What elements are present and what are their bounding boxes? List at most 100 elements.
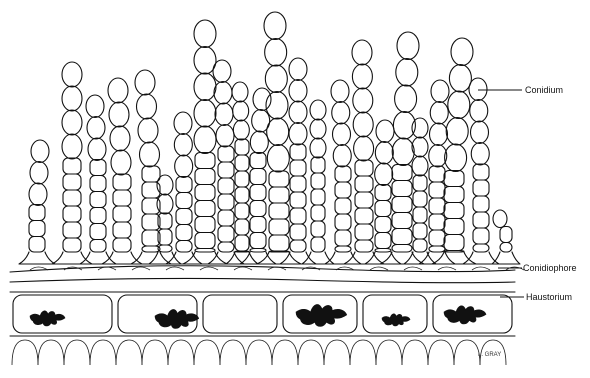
conidiophore-cell bbox=[429, 246, 445, 252]
conidiophore-cell bbox=[473, 196, 489, 212]
conidiophore-cell bbox=[375, 249, 391, 253]
conidium bbox=[448, 91, 470, 119]
haustorium-label: Haustorium bbox=[526, 292, 572, 302]
conidium bbox=[493, 210, 507, 228]
conidiophore-cell bbox=[195, 249, 215, 253]
mesophyll-cell bbox=[324, 340, 350, 365]
conidiophore-cell bbox=[444, 171, 464, 187]
conidiophore-cell bbox=[429, 166, 445, 182]
conidiophore-cell bbox=[290, 144, 306, 160]
mesophyll-cell bbox=[116, 340, 142, 365]
conidium bbox=[445, 144, 467, 172]
foot-cell bbox=[257, 252, 301, 264]
conidiophore-cell bbox=[269, 171, 289, 187]
conidiophore-cell bbox=[290, 160, 306, 176]
conidium bbox=[353, 112, 373, 137]
conidiophore-cell bbox=[335, 166, 351, 182]
conidiophore-cell bbox=[269, 235, 289, 251]
conidiophore-cell bbox=[218, 178, 234, 194]
mesophyll-cell bbox=[402, 340, 428, 365]
conidiophore-cell bbox=[375, 201, 391, 217]
foot-cell bbox=[149, 252, 181, 264]
conidium bbox=[412, 137, 428, 157]
conidium bbox=[353, 88, 373, 113]
conidium bbox=[135, 70, 155, 95]
host-epidermal-cells bbox=[10, 292, 515, 365]
conidiophore-cell bbox=[444, 203, 464, 219]
conidium bbox=[333, 123, 351, 146]
conidiophore-cell bbox=[269, 219, 289, 235]
hyphal-segment bbox=[438, 267, 456, 270]
conidiophore-cell bbox=[473, 164, 489, 180]
conidium bbox=[62, 134, 82, 159]
conidiophore-cell bbox=[375, 185, 391, 201]
conidiophore-cell bbox=[235, 171, 249, 187]
haustorium bbox=[382, 314, 410, 326]
conidiophore-cell bbox=[311, 157, 325, 173]
mesophyll-cell bbox=[272, 340, 298, 365]
conidiophore-cell bbox=[235, 139, 249, 155]
conidium bbox=[138, 118, 158, 143]
conidiophore-cell bbox=[392, 229, 412, 245]
conidiophore-cell bbox=[142, 230, 160, 246]
conidium bbox=[375, 142, 393, 165]
haustorium bbox=[155, 309, 199, 328]
conidium bbox=[412, 118, 428, 138]
conidiophore-cell bbox=[142, 166, 160, 182]
conidium bbox=[140, 142, 160, 167]
conidium bbox=[352, 64, 372, 89]
mesophyll-cell bbox=[168, 340, 194, 365]
conidiophore-cell bbox=[429, 230, 445, 246]
conidiophore-cell bbox=[311, 189, 325, 205]
conidiophore-cell bbox=[113, 206, 131, 222]
conidium bbox=[449, 65, 471, 93]
conidiophore-cell bbox=[218, 226, 234, 242]
conidium bbox=[376, 120, 394, 143]
conidiophore-cell bbox=[355, 192, 373, 208]
conidium bbox=[194, 126, 216, 154]
mycelium-lower-line bbox=[10, 278, 515, 282]
conidium bbox=[267, 118, 289, 146]
conidium bbox=[216, 125, 234, 148]
conidiophore-cell bbox=[269, 203, 289, 219]
conidium bbox=[233, 101, 249, 121]
epidermal-cell bbox=[13, 295, 112, 333]
conidiophore-cell bbox=[335, 246, 351, 252]
conidial-chain bbox=[380, 32, 424, 264]
conidiophore-cell bbox=[235, 187, 249, 203]
foot-cell bbox=[80, 252, 116, 264]
conidiophore-cell bbox=[290, 192, 306, 208]
conidiophore-cell bbox=[90, 224, 106, 240]
mesophyll-cell bbox=[38, 340, 64, 365]
conidium bbox=[310, 119, 326, 139]
conidiophore-cell bbox=[235, 251, 249, 252]
conidiophore-cell bbox=[311, 237, 325, 252]
conidium bbox=[431, 80, 449, 103]
mesophyll-cell bbox=[454, 340, 480, 365]
conidiophore-cell bbox=[444, 187, 464, 203]
conidiophore-cell bbox=[429, 214, 445, 230]
conidium bbox=[430, 102, 448, 125]
mesophyll-cell bbox=[12, 340, 38, 365]
conidiophore-cell bbox=[311, 221, 325, 237]
conidiophore-cell bbox=[113, 174, 131, 190]
conidium bbox=[430, 123, 448, 146]
conidiophore-cell bbox=[63, 206, 81, 222]
conidium bbox=[265, 39, 287, 67]
conidiophore-cell bbox=[335, 198, 351, 214]
conidiophore-cell bbox=[413, 207, 427, 223]
conidiophore-cell bbox=[29, 221, 45, 237]
hyphal-segment bbox=[472, 267, 490, 270]
conidiophore-cell bbox=[235, 219, 249, 235]
conidiophore-cell bbox=[195, 169, 215, 185]
conidiophore-cell bbox=[195, 217, 215, 233]
conidiophore-cell bbox=[375, 217, 391, 233]
conidium bbox=[250, 131, 268, 154]
conidium bbox=[194, 100, 216, 128]
conidiophore-cell bbox=[176, 241, 192, 253]
conidiophore-cell bbox=[269, 251, 289, 252]
conidiophore-cell bbox=[90, 160, 106, 176]
conidium bbox=[174, 112, 192, 135]
conidium bbox=[289, 123, 307, 146]
